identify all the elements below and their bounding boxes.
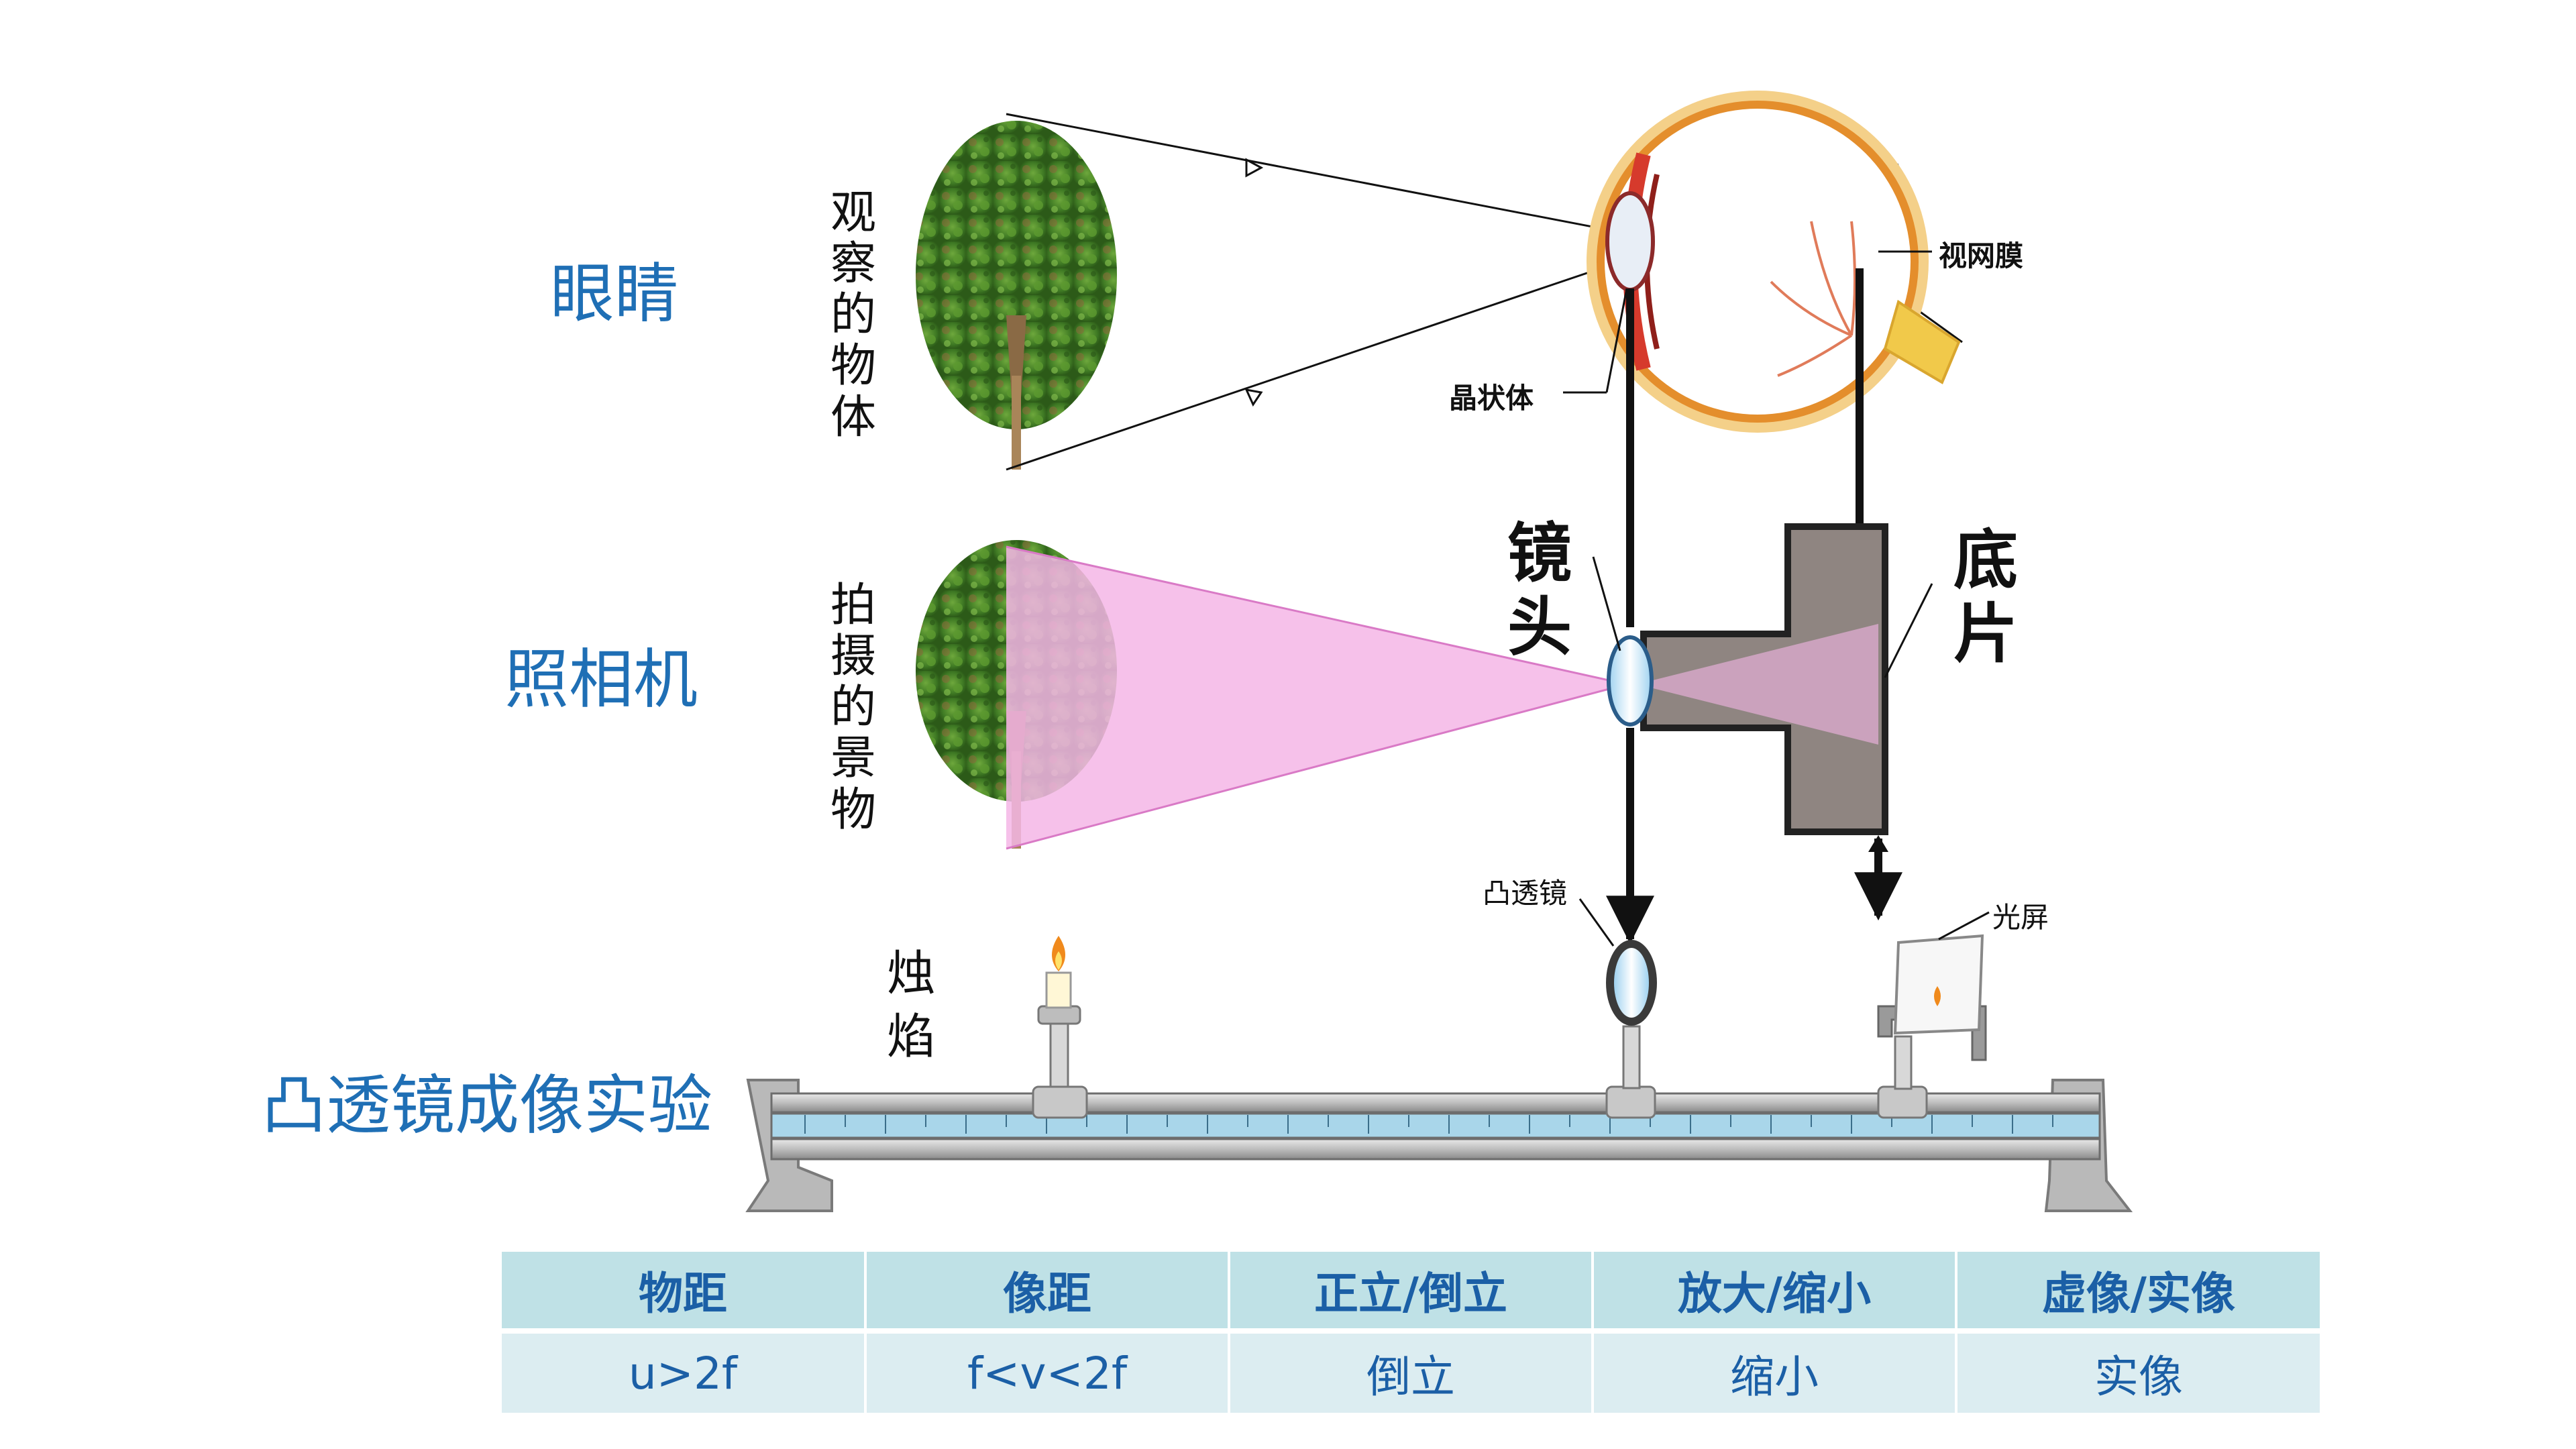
row-label-camera: 照相机 — [504, 642, 698, 717]
table-header-cell: 物距 — [502, 1252, 867, 1334]
table-header-cell: 放大/缩小 — [1591, 1252, 1957, 1334]
imaging-table: 物距 像距 正立/倒立 放大/缩小 虚像/实像 u>2f f<v<2f 倒立 缩… — [502, 1252, 2320, 1413]
label-observed-object: 观察的物体 — [830, 186, 876, 444]
camera-lens-icon — [1607, 635, 1654, 727]
candle-icon — [1032, 936, 1088, 1119]
table-header-row: 物距 像距 正立/倒立 放大/缩小 虚像/实像 — [502, 1252, 2320, 1334]
label-candle-flame: 烛焰 — [886, 945, 935, 1065]
row-label-eye: 眼睛 — [550, 256, 679, 331]
label-crystalline-lens: 晶状体 — [1449, 382, 1534, 415]
table-header-cell: 像距 — [864, 1252, 1230, 1334]
tree-observed-icon — [916, 121, 1117, 470]
eyeball-icon — [1587, 91, 1961, 433]
table-header-cell: 虚像/实像 — [1955, 1252, 2320, 1334]
optical-bench-icon — [745, 1079, 2133, 1212]
table-cell: u>2f — [502, 1331, 867, 1413]
table-cell: f<v<2f — [864, 1331, 1230, 1413]
label-photographed-scene: 拍摄的景物 — [830, 579, 876, 837]
convex-lens-holder-icon — [1605, 940, 1657, 1119]
table-row: u>2f f<v<2f 倒立 缩小 实像 — [502, 1331, 2320, 1413]
table-cell: 倒立 — [1228, 1331, 1594, 1413]
row-label-experiment: 凸透镜成像实验 — [262, 1068, 712, 1143]
camera-body-icon — [1637, 523, 1888, 835]
label-retina: 视网膜 — [1939, 239, 2024, 272]
table-header-cell: 正立/倒立 — [1228, 1252, 1594, 1334]
label-convex-lens: 凸透镜 — [1483, 877, 1568, 910]
table-cell: 实像 — [1955, 1331, 2320, 1413]
table-cell: 缩小 — [1591, 1331, 1957, 1413]
label-film: 底片 — [1953, 523, 2018, 672]
label-light-screen: 光屏 — [1992, 901, 2049, 934]
label-lens: 镜头 — [1507, 516, 1572, 665]
light-screen-icon — [1877, 934, 1987, 1119]
